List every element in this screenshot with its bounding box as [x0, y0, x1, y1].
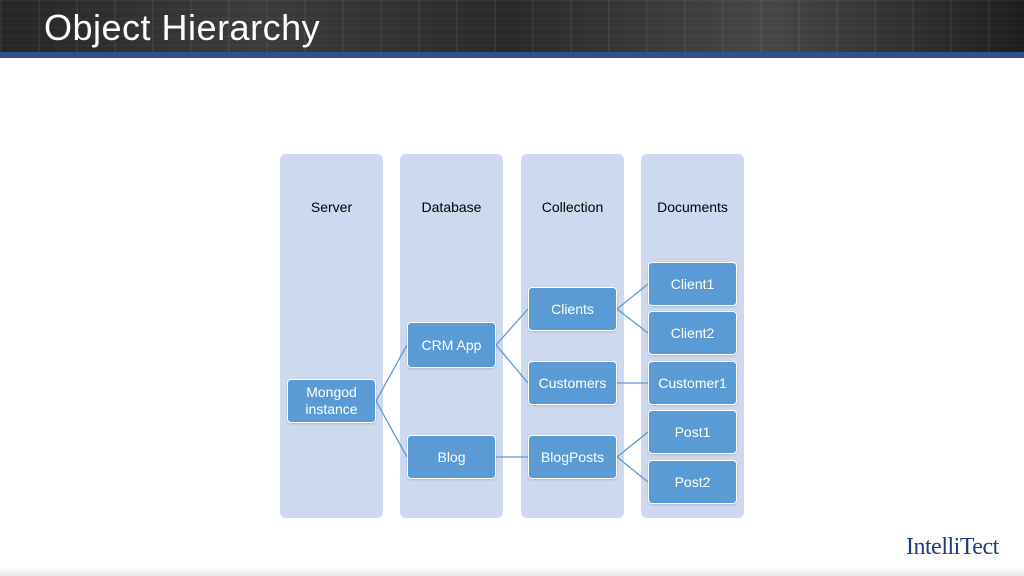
node-client1: Client1: [648, 262, 737, 306]
connector-crm_app-clients: [495, 308, 529, 346]
node-clients: Clients: [528, 287, 617, 331]
column-label-server: Server: [310, 199, 353, 215]
column-label-documents: Documents: [657, 199, 728, 215]
connector-crm_app-customers: [495, 344, 529, 384]
connector-clients-client2: [616, 308, 649, 334]
connector-mongod-blog: [375, 400, 408, 458]
title-bar: [0, 0, 1024, 52]
connector-clients-client1: [616, 283, 649, 310]
node-crm-app: CRM App: [407, 322, 496, 368]
node-post2: Post2: [648, 460, 737, 504]
column-server: [280, 154, 383, 518]
node-blogposts: BlogPosts: [528, 435, 617, 479]
connector-blogposts-post2: [616, 456, 649, 483]
column-label-database: Database: [421, 199, 482, 215]
slide-title: Object Hierarchy: [44, 7, 321, 48]
node-client2: Client2: [648, 311, 737, 355]
node-customers: Customers: [528, 361, 617, 405]
node-blog: Blog: [407, 435, 496, 479]
column-label-collection: Collection: [541, 199, 604, 215]
connector-blogposts-post1: [616, 431, 649, 458]
title-bar-accent: [0, 52, 1024, 58]
node-post1: Post1: [648, 410, 737, 454]
node-mongod-instance: Mongod instance: [287, 379, 376, 423]
connector-mongod-crm_app: [375, 344, 408, 402]
intellitect-logo: IntelliTect: [906, 534, 999, 560]
footer-bar: [0, 566, 1024, 576]
node-customer1: Customer1: [648, 361, 737, 405]
